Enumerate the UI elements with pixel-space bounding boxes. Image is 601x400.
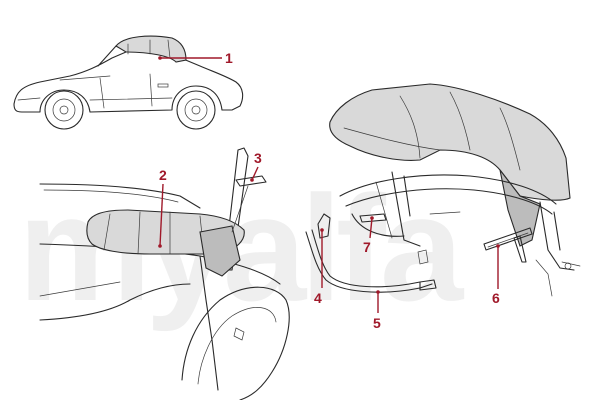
watermark-text: myalfa <box>18 164 465 332</box>
hook-part <box>317 213 331 239</box>
callout-number: 6 <box>492 290 500 306</box>
convertible-top-assembly <box>305 83 581 297</box>
callout-number: 5 <box>373 315 381 331</box>
callout-number: 2 <box>159 167 167 183</box>
seal-strip <box>305 231 433 293</box>
callout-2: 2 <box>158 167 167 248</box>
callout-number: 4 <box>314 290 322 306</box>
rear-wheel <box>176 90 216 130</box>
callout-number: 7 <box>363 239 371 255</box>
car-side-view <box>13 35 244 130</box>
callout-4: 4 <box>314 228 324 306</box>
door-window-detail <box>39 147 290 400</box>
callout-3: 3 <box>250 150 262 182</box>
soft-top-large <box>329 83 571 201</box>
callout-1: 1 <box>158 50 233 66</box>
callout-number: 3 <box>254 150 262 166</box>
front-wheel <box>44 90 84 130</box>
callout-7: 7 <box>363 216 374 255</box>
callout-number: 1 <box>225 50 233 66</box>
latch-part <box>359 213 387 223</box>
trim-strip <box>483 227 533 251</box>
callout-6: 6 <box>492 244 500 306</box>
callout-5: 5 <box>373 290 381 331</box>
